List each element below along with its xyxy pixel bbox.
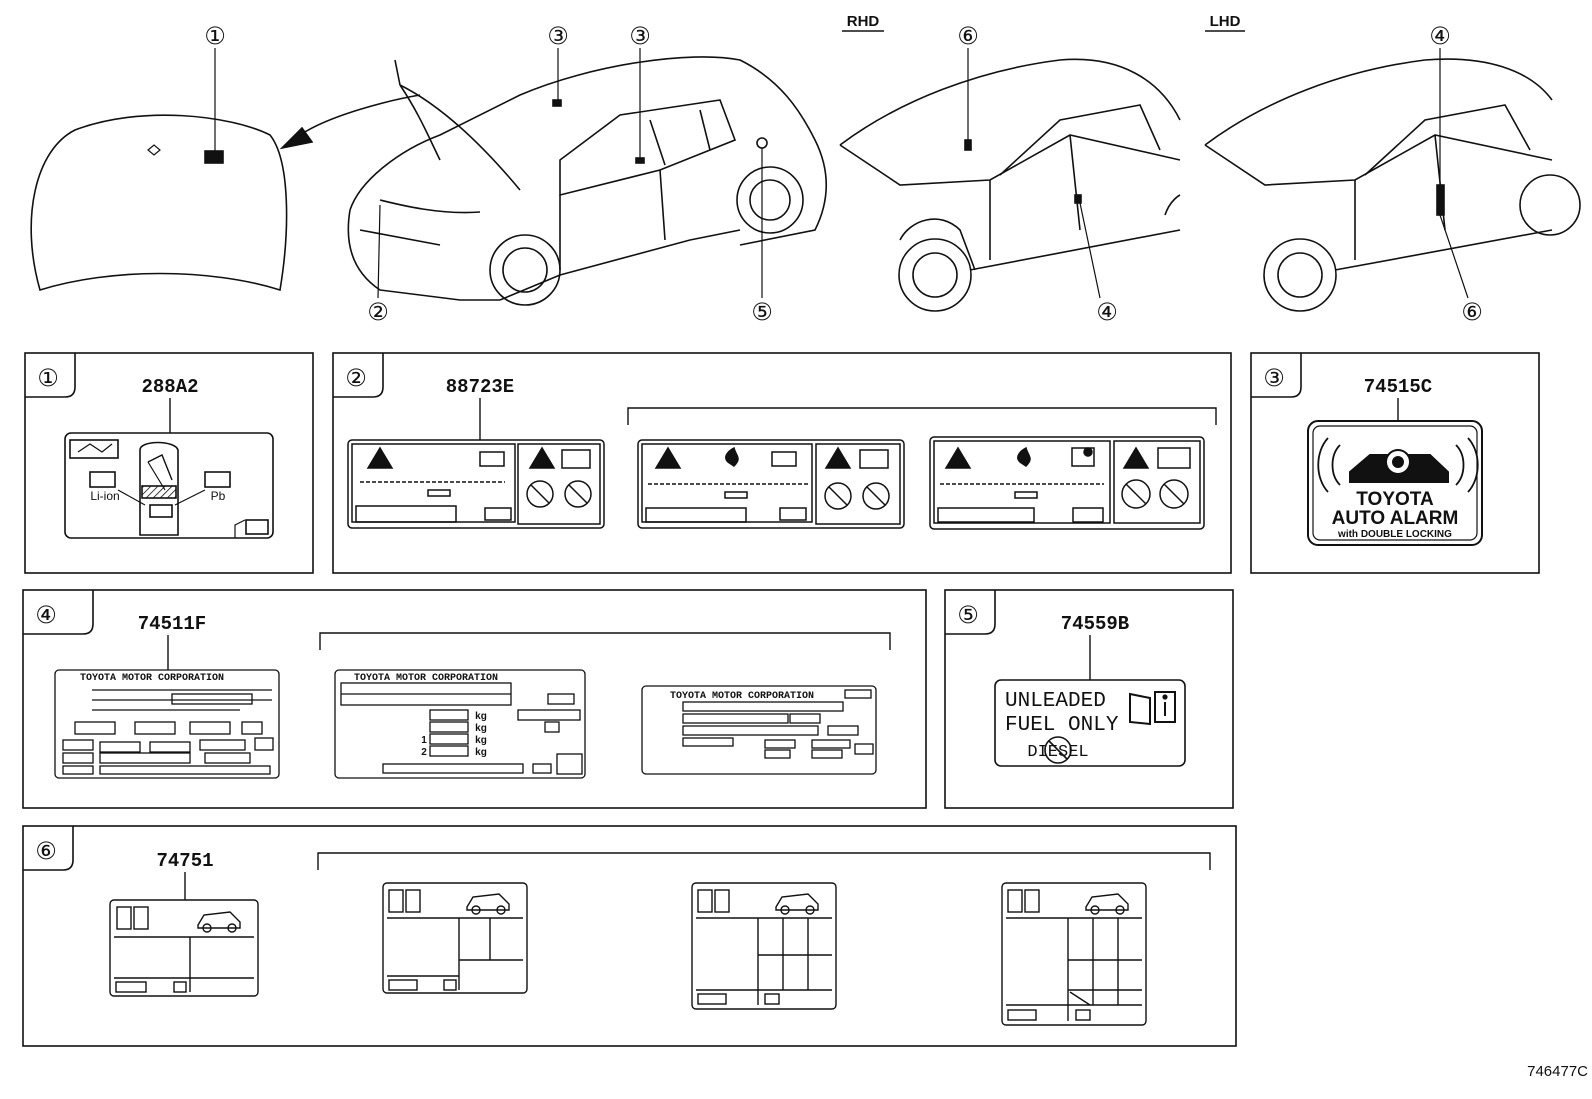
flame-icon <box>725 446 739 467</box>
label-288a2 <box>64 432 274 539</box>
rhd-label: RHD <box>847 13 880 30</box>
battery-icon <box>771 451 797 467</box>
plate-b-kg-4: kg <box>475 747 487 758</box>
warning-label-b <box>637 439 905 529</box>
callout-6-bottom: ⑥ <box>1461 298 1483 326</box>
tire-label-c <box>691 882 837 1010</box>
vehicle-illustrations <box>30 48 1581 312</box>
panel-2-number: ② <box>345 364 367 392</box>
diagram-id: 746477C <box>1527 1063 1588 1080</box>
no-diesel-icon <box>1044 736 1072 764</box>
panel-4: ④ 74511F TOYOTA MOTOR CORPORATION <box>22 589 927 809</box>
plate-c-company: TOYOTA MOTOR CORPORATION <box>670 691 814 702</box>
plate-b-company: TOYOTA MOTOR CORPORATION <box>354 673 498 684</box>
variant-bracket <box>627 407 1217 425</box>
panel-6: ⑥ 74751 <box>22 825 1237 1047</box>
id-plate-c <box>641 685 877 775</box>
plate-b-kg-2: kg <box>475 723 487 734</box>
label-text-li-ion: Li-ion <box>90 489 119 503</box>
callout-4-top: ④ <box>1429 22 1451 50</box>
car-rhd-drawing <box>839 48 1181 312</box>
callout-5-bottom: ⑤ <box>751 298 773 326</box>
hood-drawing <box>30 48 421 292</box>
callout-6-top: ⑥ <box>957 22 979 50</box>
fuel-text-line2: FUEL ONLY <box>1005 714 1119 737</box>
callout-4-bottom: ④ <box>1096 298 1118 326</box>
alarm-text-line3: with DOUBLE LOCKING <box>1337 529 1452 540</box>
variant-bracket-4 <box>319 632 891 650</box>
warning-label-a <box>347 439 605 529</box>
plate-b-index-1: 1 <box>421 735 427 746</box>
variant-bracket-6 <box>317 852 1211 870</box>
hood-label-mark <box>204 150 224 164</box>
id-plate-a <box>54 669 280 779</box>
panel-3-number: ③ <box>1263 364 1285 392</box>
manual-book-icon <box>1129 691 1176 726</box>
alarm-text-line2: AUTO ALARM <box>1332 508 1459 529</box>
label-text-pb: Pb <box>211 489 226 503</box>
panel-3-part-number: 74515C <box>1364 376 1432 398</box>
battery-icon-left <box>89 471 116 488</box>
tire-label-b <box>382 882 528 994</box>
panel-5-part-number: 74559B <box>1061 613 1129 635</box>
callout-2-bottom: ② <box>367 298 389 326</box>
lhd-label: LHD <box>1210 13 1241 30</box>
alarm-text-line1: TOYOTA <box>1356 489 1434 510</box>
panel-6-number: ⑥ <box>35 837 57 865</box>
fuel-label <box>994 679 1186 767</box>
no-smoking-icon <box>564 480 592 508</box>
panel-5: ⑤ 74559B UNLEADED FUEL ONLY DIESEL <box>944 589 1234 809</box>
tire-label-d <box>1001 882 1147 1026</box>
plate-b-index-2: 2 <box>421 747 427 758</box>
callout-1-top: ① <box>204 22 226 50</box>
car-open-hood-drawing <box>347 48 828 306</box>
panel-2: ② 88723E <box>332 352 1232 574</box>
top-callouts: ① ③ ③ ⑥ ④ ② ⑤ ④ ⑥ <box>204 22 1483 326</box>
id-plate-b <box>334 669 586 779</box>
book-icon <box>69 439 119 459</box>
alarm-label <box>1307 420 1483 546</box>
panel-1-number: ① <box>37 364 59 392</box>
warning-triangle-icon <box>366 446 394 469</box>
callout-3a-top: ③ <box>547 22 569 50</box>
panel-3: ③ 74515C TOYOTA AUTO ALARM with DOUBLE L… <box>1250 352 1540 574</box>
fuel-text-line1: UNLEADED <box>1005 690 1106 713</box>
panel-1-part-number: 288A2 <box>141 376 198 398</box>
arrow-icon <box>279 126 314 150</box>
plate-b-kg-1: kg <box>475 711 487 722</box>
panel-4-part-number: 74511F <box>138 613 206 635</box>
panel-1: ① 288A2 Li-ion Pb <box>24 352 314 574</box>
fuel-text-diesel: DIESEL <box>1027 743 1088 762</box>
manual-icon <box>561 449 591 469</box>
callout-3b-top: ③ <box>629 22 651 50</box>
plate-b-kg-3: kg <box>475 735 487 746</box>
battery-icon-right <box>204 471 231 488</box>
panel-5-number: ⑤ <box>957 601 979 629</box>
car-lhd-drawing <box>1204 48 1581 312</box>
no-child-icon <box>526 480 554 508</box>
warning-label-c <box>929 436 1205 530</box>
panel-4-number: ④ <box>35 601 57 629</box>
panel-6-part-number: 74751 <box>156 850 213 872</box>
plate-a-company: TOYOTA MOTOR CORPORATION <box>80 673 224 684</box>
tire-label-a <box>109 899 259 997</box>
battery-icon <box>479 451 505 467</box>
panel-2-part-number: 88723E <box>446 376 514 398</box>
